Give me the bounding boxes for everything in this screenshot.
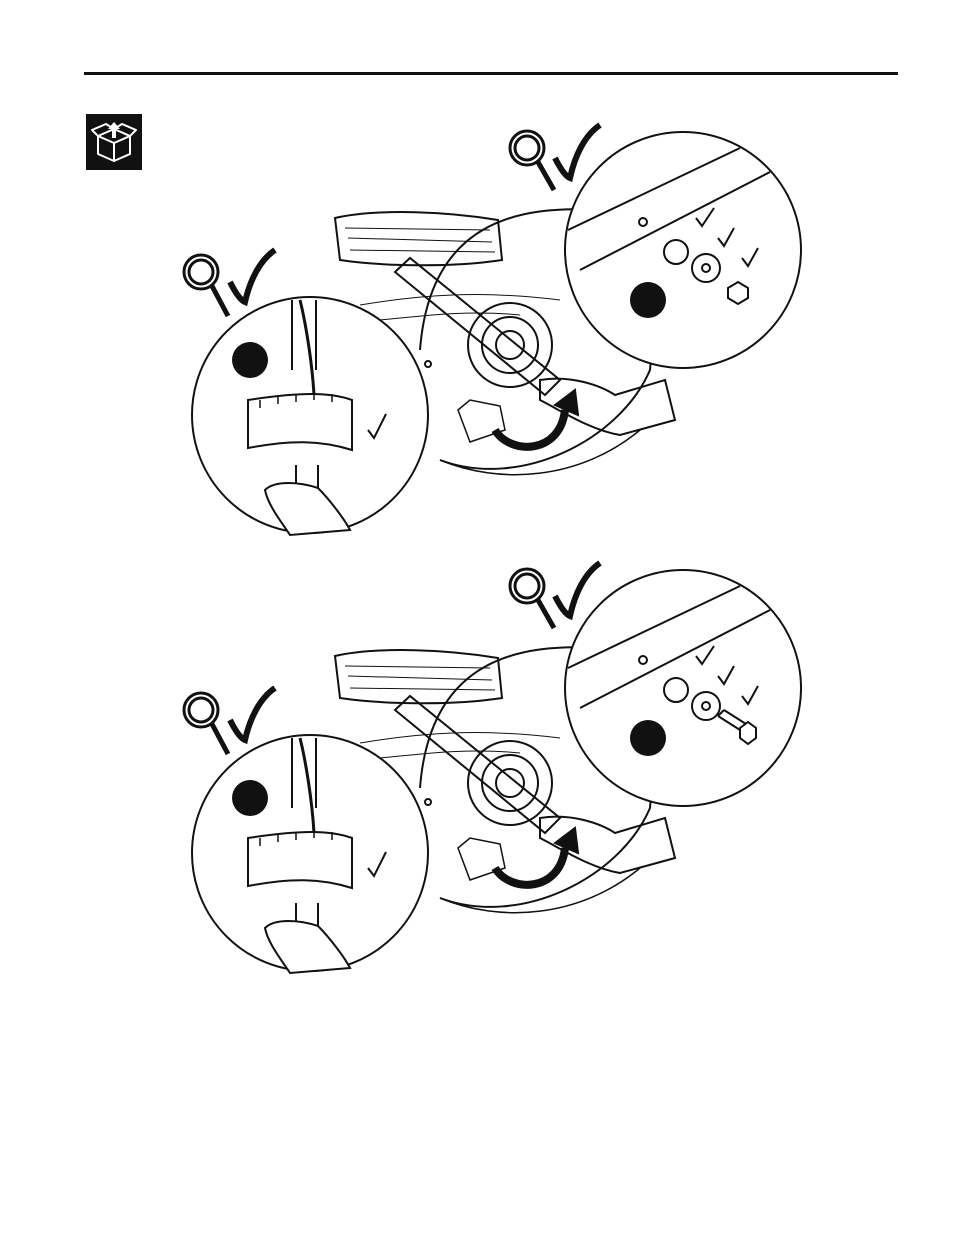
detail-circle-hardware [565,132,801,368]
step-marker [630,720,666,756]
blade-installation-illustration-top [0,110,954,570]
check-icon [230,688,275,740]
detail-circle-torque [192,735,428,973]
magnifier-icon [184,693,228,754]
detail-circle-hardware [565,570,801,806]
magnifier-icon [510,131,554,190]
header-rule [84,72,898,75]
step-marker [232,342,268,378]
magnifier-icon [184,255,228,316]
figure-top [0,110,954,570]
check-icon [555,563,600,616]
magnifier-icon [510,569,554,628]
check-icon [230,250,275,302]
step-marker [630,282,666,318]
figure-bottom [0,548,954,1008]
detail-circle-torque [192,297,428,535]
step-marker [232,780,268,816]
check-icon [555,125,600,178]
blade-installation-illustration-bottom [0,548,954,1008]
